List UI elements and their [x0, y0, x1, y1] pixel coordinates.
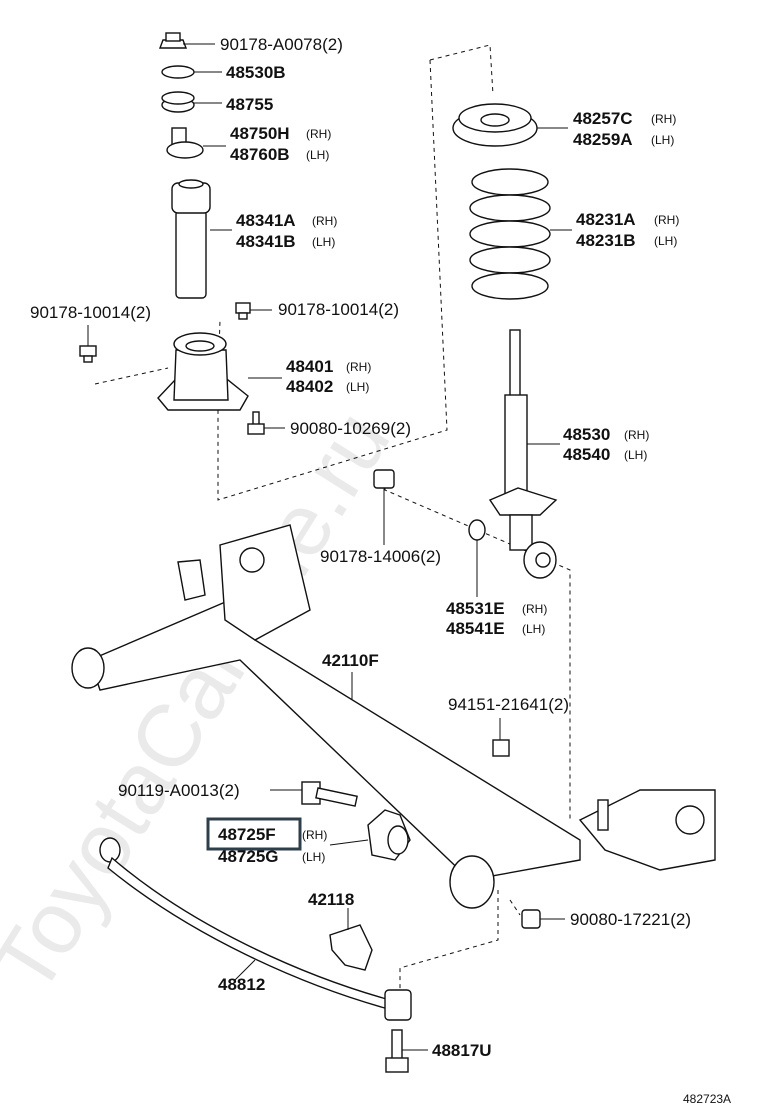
- label-48401: 48401: [286, 357, 333, 376]
- coil-spring-icon[interactable]: [469, 168, 551, 300]
- spring-seat-icon[interactable]: [452, 103, 538, 147]
- label-nut-21641: 94151-21641(2): [448, 695, 569, 714]
- strut-support-icon[interactable]: [157, 332, 249, 411]
- suffix-lh: (LH): [306, 148, 329, 162]
- label-48257c: 48257C: [573, 109, 633, 128]
- suffix-lh: (LH): [654, 234, 677, 248]
- label-48812: 48812: [218, 975, 265, 994]
- suffix-lh: (LH): [302, 850, 325, 864]
- dashed-outline: [399, 890, 499, 990]
- shock-absorber-icon[interactable]: [488, 329, 558, 579]
- suffix-lh: (LH): [346, 380, 369, 394]
- label-48755: 48755: [226, 95, 273, 114]
- label-48530b: 48530B: [226, 63, 286, 82]
- label-48231b: 48231B: [576, 231, 636, 250]
- nut-icon[interactable]: [235, 302, 251, 320]
- nut-icon[interactable]: [521, 909, 541, 929]
- nut-icon[interactable]: [492, 739, 510, 757]
- highlight-box: [206, 817, 302, 851]
- label-nut-left: 90178-10014(2): [30, 303, 151, 322]
- bolt-icon[interactable]: [385, 1029, 409, 1073]
- arm-bushing-icon[interactable]: [367, 809, 411, 861]
- bolt-icon[interactable]: [301, 781, 358, 807]
- label-48750h: 48750H: [230, 124, 290, 143]
- dashed-outline: [94, 367, 169, 385]
- label-48530: 48530: [563, 425, 610, 444]
- nut-icon[interactable]: [158, 32, 188, 49]
- label-48259a: 48259A: [573, 130, 633, 149]
- label-48760b: 48760B: [230, 145, 290, 164]
- nut-icon[interactable]: [373, 469, 395, 489]
- suffix-lh: (LH): [651, 133, 674, 147]
- suffix-rh: (RH): [654, 213, 679, 227]
- leader-lines: [87, 43, 572, 1051]
- washer-icon[interactable]: [161, 65, 195, 79]
- bushing-icon[interactable]: [161, 91, 195, 113]
- label-bolt-a0013: 90119-A0013(2): [118, 781, 240, 800]
- label-42118: 42118: [308, 890, 354, 909]
- label-nut-right: 90178-10014(2): [278, 300, 399, 319]
- suffix-rh: (RH): [522, 602, 547, 616]
- label-48231a: 48231A: [576, 210, 636, 229]
- diagram-reference: 482723A: [683, 1092, 731, 1106]
- dashed-outline: [384, 480, 571, 820]
- suffix-rh: (RH): [302, 828, 327, 842]
- bushing-icon[interactable]: [468, 519, 486, 541]
- suffix-lh: (LH): [312, 235, 335, 249]
- suffix-rh: (RH): [651, 112, 676, 126]
- label-48531e: 48531E: [446, 599, 505, 618]
- label-bolt-support: 90080-10269(2): [290, 419, 411, 438]
- label-42110f: 42110F: [322, 651, 379, 670]
- label-48540: 48540: [563, 445, 610, 464]
- suffix-rh: (RH): [312, 214, 337, 228]
- lateral-rod-icon[interactable]: [99, 837, 412, 1021]
- dust-boot-icon[interactable]: [171, 179, 211, 299]
- nut-icon[interactable]: [79, 345, 97, 363]
- suffix-lh: (LH): [522, 622, 545, 636]
- label-48725f[interactable]: 48725F: [218, 825, 276, 844]
- label-48817u: 48817U: [432, 1041, 492, 1060]
- suffix-rh: (RH): [306, 127, 331, 141]
- suffix-lh: (LH): [624, 448, 647, 462]
- label-48402: 48402: [286, 377, 333, 396]
- bump-stop-icon[interactable]: [166, 127, 204, 159]
- label-48341b: 48341B: [236, 232, 296, 251]
- label-bolt-17221: 90080-17221(2): [570, 910, 691, 929]
- suffix-rh: (RH): [346, 360, 371, 374]
- bolt-icon[interactable]: [247, 411, 265, 435]
- clip-icon[interactable]: [329, 924, 373, 971]
- axle-beam-icon[interactable]: [71, 524, 716, 909]
- label-nut-top: 90178-A0078(2): [220, 35, 343, 54]
- label-48341a: 48341A: [236, 211, 296, 230]
- suffix-rh: (RH): [624, 428, 649, 442]
- label-48541e: 48541E: [446, 619, 505, 638]
- dashed-outline: [429, 44, 494, 96]
- label-nut-14006: 90178-14006(2): [320, 547, 441, 566]
- dashed-outline: [509, 899, 521, 916]
- label-48725g: 48725G: [218, 847, 279, 866]
